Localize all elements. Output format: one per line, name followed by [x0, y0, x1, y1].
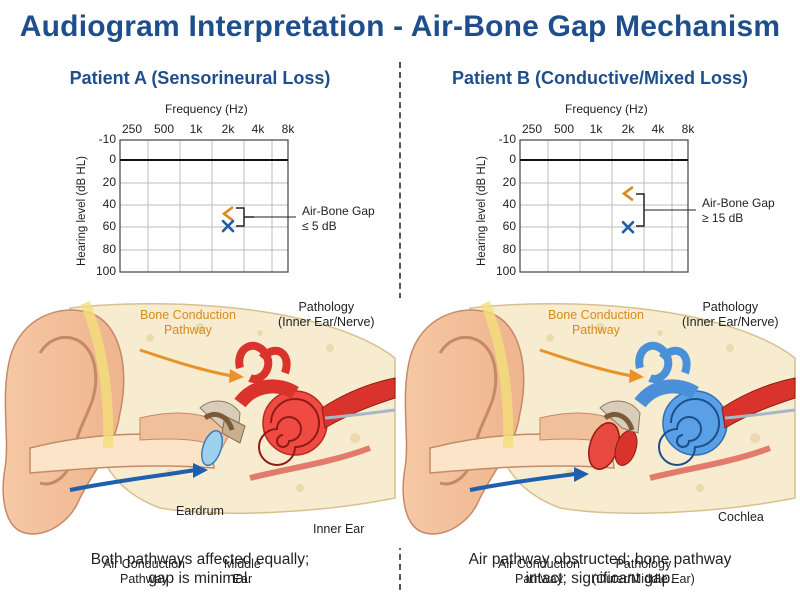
air-bone-gap-label: Air-Bone Gap ≤ 5 dB [302, 204, 375, 233]
pathology-outer-middle-label: Pathology (Outer/Middle Ear) [592, 557, 695, 586]
bone-conduction-marker [221, 206, 234, 222]
air-conduction-label: Air Conduction Pathway [498, 557, 580, 586]
panel-caption: Air pathway obstructed; bone pathway int… [468, 551, 732, 587]
y-tick-label: 100 [495, 264, 516, 278]
panel-title: Patient A (Sensorineural Loss) [69, 68, 331, 88]
panel-patient-a: Patient A (Sensorineural Loss) Frequency… [0, 60, 400, 600]
eardrum-label: Eardrum [176, 504, 224, 518]
air-bone-gap-label: Air-Bone Gap ≥ 15 dB [702, 196, 775, 225]
page-title: Audiogram Interpretation - Air-Bone Gap … [19, 10, 781, 43]
audiogram-x-title: Frequency (Hz) [565, 102, 648, 116]
cochlea-label: Cochlea [718, 510, 764, 524]
y-tick-label: 0 [109, 152, 116, 166]
x-tick-label: 250 [121, 122, 143, 136]
y-tick-label: 40 [502, 197, 516, 211]
inner-ear-label: Inner Ear [313, 522, 365, 536]
audiogram-grid [119, 139, 296, 273]
x-tick-label: 8k [681, 122, 695, 136]
x-tick-label: 4k [651, 122, 665, 136]
bone-conduction-label: Bone Conduction Pathway [548, 308, 644, 337]
x-tick-label: 2k [221, 122, 235, 136]
x-tick-label: 250 [521, 122, 543, 136]
x-tick-label: 2k [621, 122, 635, 136]
audiogram-grid [519, 139, 696, 273]
middle-ear-label: Middle Ear [224, 557, 261, 586]
y-tick-label: 20 [102, 175, 116, 189]
y-tick-label: -10 [98, 132, 116, 146]
audiogram-x-title: Frequency (Hz) [165, 102, 248, 116]
air-conduction-marker [621, 220, 635, 234]
y-tick-label: 0 [509, 152, 516, 166]
x-tick-label: 1k [589, 122, 603, 136]
x-tick-label: 4k [251, 122, 265, 136]
ear-illustration [0, 298, 400, 548]
x-tick-label: 500 [153, 122, 175, 136]
pathology-label: Pathology (Inner Ear/Nerve) [278, 300, 375, 329]
y-tick-label: 40 [102, 197, 116, 211]
air-conduction-label: Air Conduction Pathway [103, 557, 185, 586]
bone-conduction-label: Bone Conduction Pathway [140, 308, 236, 337]
y-tick-label: 60 [102, 219, 116, 233]
panel-patient-b: Patient B (Conductive/Mixed Loss) Freque… [400, 60, 800, 600]
bone-conduction-marker [621, 186, 634, 201]
x-tick-label: 500 [553, 122, 575, 136]
y-tick-label: -10 [498, 132, 516, 146]
pathology-label: Pathology (Inner Ear/Nerve) [682, 300, 779, 329]
x-tick-label: 8k [281, 122, 295, 136]
air-conduction-marker [221, 219, 235, 233]
y-tick-label: 80 [502, 242, 516, 256]
y-tick-label: 80 [102, 242, 116, 256]
ear-illustration [400, 298, 800, 548]
panel-caption: Both pathways affected equally; gap is m… [90, 551, 310, 587]
y-tick-label: 20 [502, 175, 516, 189]
y-tick-label: 100 [95, 264, 116, 278]
x-tick-label: 1k [189, 122, 203, 136]
panel-title: Patient B (Conductive/Mixed Loss) [451, 68, 749, 88]
y-tick-label: 60 [502, 219, 516, 233]
